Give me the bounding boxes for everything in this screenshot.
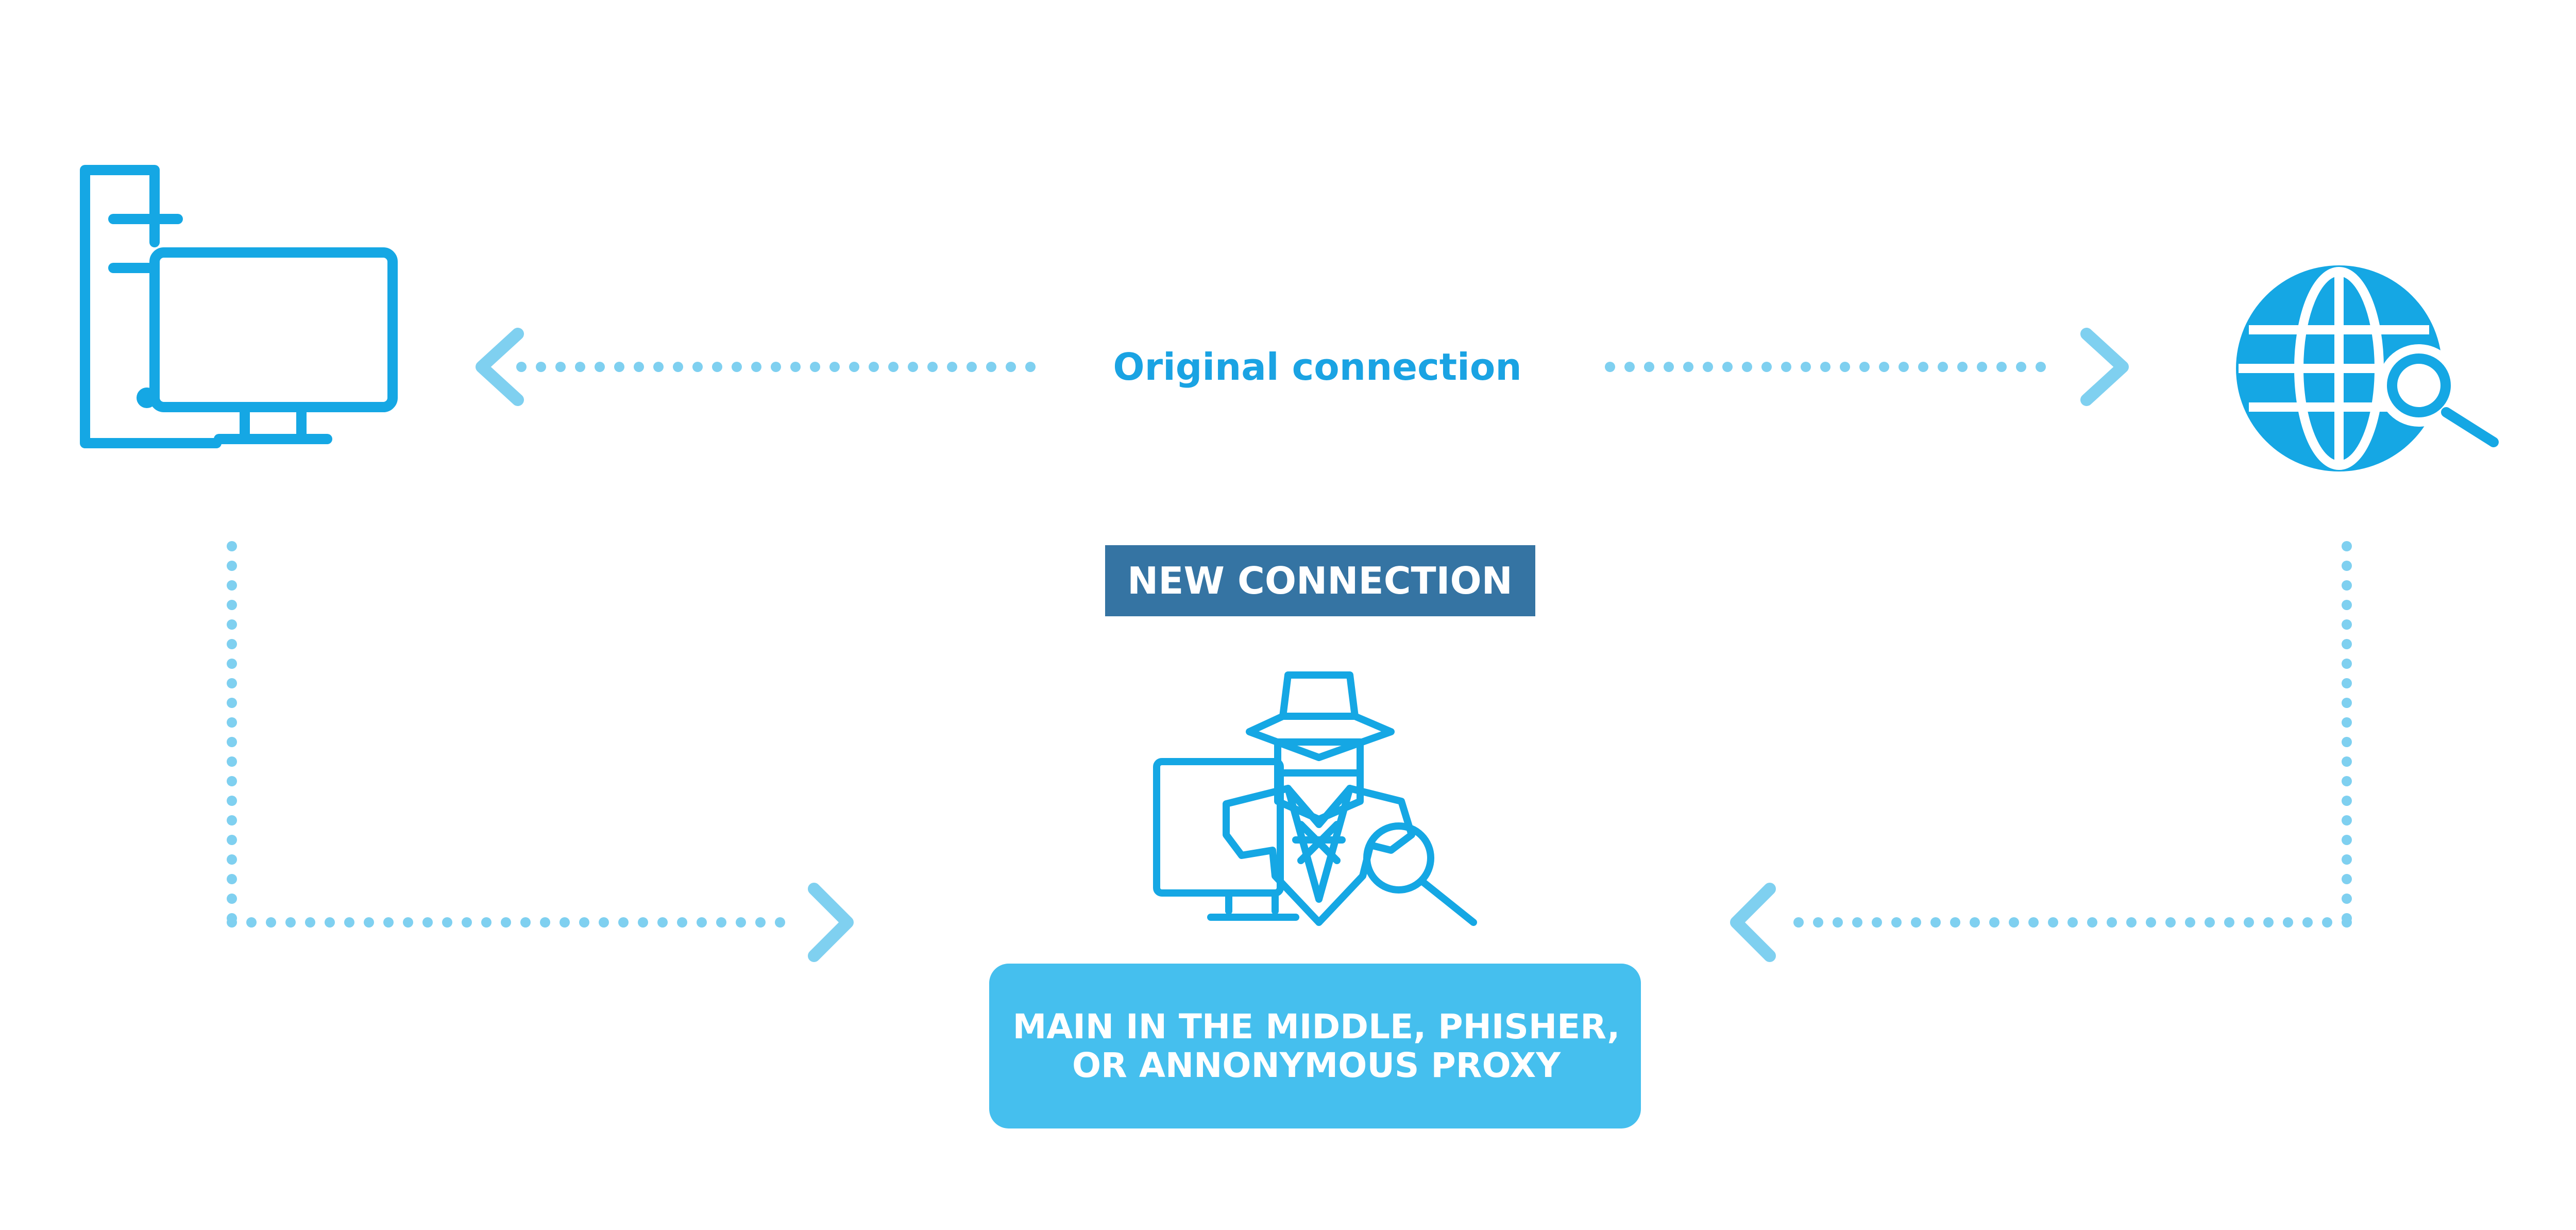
server-to-proxy-line (1730, 541, 2352, 962)
chevron-right-icon (2080, 328, 2129, 406)
desktop-computer-icon (80, 165, 398, 448)
globe-search-icon (2236, 265, 2499, 471)
chevron-right-icon (808, 883, 854, 962)
chevron-left-icon (476, 328, 524, 406)
original-connection-line (476, 328, 2129, 406)
proxy-label-line1: MAIN IN THE MIDDLE, PHISHER, (1013, 1007, 1620, 1047)
new-connection-label: NEW CONNECTION (1127, 559, 1513, 602)
new-connection-banner (1105, 545, 1535, 616)
chevron-left-icon (1730, 883, 1776, 962)
proxy-box (989, 964, 1641, 1128)
client-to-proxy-line (227, 541, 854, 962)
original-connection-label: Original connection (1113, 345, 1521, 389)
proxy-label-line2: OR ANNONYMOUS PROXY (1072, 1046, 1561, 1085)
spy-with-computer-icon (1153, 671, 1477, 926)
